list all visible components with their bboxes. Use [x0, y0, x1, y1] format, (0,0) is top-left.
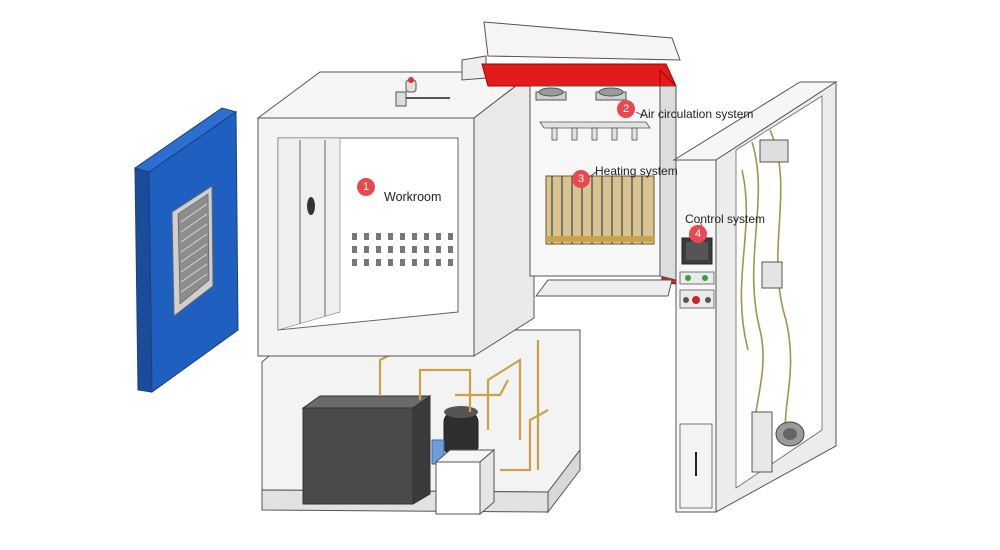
tower-fan-motor	[751, 411, 805, 473]
callout-badge-3: 3	[572, 170, 590, 188]
air-duct-slats	[539, 121, 651, 141]
heating-circulation-unit	[461, 21, 681, 297]
compressor	[443, 406, 479, 457]
condenser-unit	[301, 395, 432, 505]
control-screen	[681, 237, 713, 265]
callout-label-control: Control system	[685, 212, 766, 226]
control-indicator-buttons	[679, 271, 715, 309]
callout-badge-1: 1	[357, 178, 375, 196]
circulation-fan-motors	[535, 87, 627, 101]
top-valve	[395, 77, 450, 107]
callout-label-heating: Heating system	[595, 164, 678, 178]
callout-label-air-circulation: Air circulation system	[640, 107, 754, 121]
callout-badge-2: 2	[617, 100, 635, 118]
workroom-vent-grid	[352, 233, 453, 266]
accumulator-box	[434, 448, 496, 516]
heater-element-array	[545, 175, 655, 245]
callout-badge-4: 4	[689, 225, 707, 243]
workroom-box	[256, 70, 536, 357]
callout-label-workroom: Workroom	[384, 190, 442, 204]
chamber-door	[133, 107, 239, 393]
control-tower	[672, 81, 838, 513]
refrigeration-base	[261, 329, 581, 516]
